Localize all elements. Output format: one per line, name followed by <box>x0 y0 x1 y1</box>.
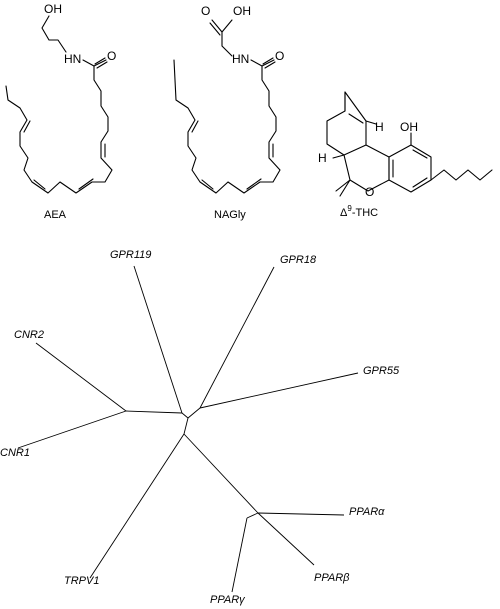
thc-name-label: Δ9-THC <box>340 204 378 219</box>
branch-gpr55 <box>199 372 359 409</box>
leaf-gpr119: GPR119 <box>110 249 151 261</box>
thc-name-superscript: 9 <box>347 204 352 213</box>
leaf-trpv1: TRPV1 <box>64 575 99 587</box>
branch-gpr119 <box>133 265 183 414</box>
branch-trpv1-ppar <box>183 417 189 435</box>
branch-gpr18 <box>199 266 275 409</box>
aea-amide-nh-label: HN <box>64 52 81 66</box>
aea-cis-double-bond-3 <box>33 179 46 190</box>
thc-ether-o-label: O <box>365 185 374 199</box>
nagly-top-o-label: O <box>201 4 210 18</box>
thc-stereo-h-top-label: H <box>375 120 384 134</box>
branch-pparb <box>257 512 315 566</box>
aea-cis-double-bond-4 <box>23 120 31 133</box>
thc-name-suffix: -THC <box>352 207 378 219</box>
aea-acyl-chain <box>5 65 113 194</box>
branch-ppar-stem <box>183 433 259 514</box>
nagly-carbonyl-o-label: O <box>275 49 284 63</box>
aea-hydroxyl-label: OH <box>44 2 62 16</box>
thc-stereo-h-bond-left <box>332 154 345 159</box>
thc-ring-double-bond <box>348 113 364 124</box>
phylogenetic-tree: GPR119 GPR18 CNR2 GPR55 CNR1 PPARα TRPV1… <box>0 249 400 606</box>
branch-trpv1 <box>89 433 185 579</box>
thc-aromatic-double-bonds <box>392 149 428 188</box>
thc-pyran-ring <box>343 144 390 192</box>
leaf-cnr2: CNR2 <box>14 329 44 341</box>
aea-ethanolamine-chain <box>41 15 67 53</box>
nagly-amide-nh-label: HN <box>232 52 249 66</box>
branch-core <box>181 407 201 419</box>
branch-cnr-clade <box>125 410 183 414</box>
leaf-ppara: PPARα <box>349 506 385 518</box>
leaf-cnr1: CNR1 <box>0 447 30 459</box>
thc-name-prefix: Δ <box>340 207 348 219</box>
aea-carbonyl-o-label: O <box>107 49 116 63</box>
thc-pentyl-chain <box>430 169 493 181</box>
leaf-pparg: PPARγ <box>210 594 246 606</box>
nagly-acyl-chain <box>173 59 281 194</box>
thc-aromatic-ring <box>388 144 432 193</box>
aea-carbonyl-double-bond <box>94 57 108 69</box>
thc-structure: OH O H H Δ9-THC <box>318 91 493 219</box>
branch-ppar-gamma-stem <box>246 512 259 519</box>
thc-hydroxyl-label: OH <box>400 120 418 134</box>
leaf-gpr55: GPR55 <box>363 365 400 377</box>
nagly-hydroxyl-label: OH <box>233 4 251 18</box>
nagly-carbonyl-double-bond <box>262 57 276 69</box>
nagly-cis-double-bond-3 <box>201 179 214 190</box>
leaf-gpr18: GPR18 <box>280 254 317 266</box>
leaf-pparb: PPARβ <box>314 572 350 584</box>
aea-cis-double-bond-2 <box>78 178 94 190</box>
branch-pparg <box>231 517 248 593</box>
branch-ppara <box>257 512 345 516</box>
nagly-name-label: NAGly <box>214 209 246 221</box>
nagly-structure: O OH HN O NAGly <box>173 4 284 221</box>
thc-stereo-h-bond-top <box>365 120 377 125</box>
nagly-cis-double-bond-4 <box>191 120 199 133</box>
nagly-carboxyl-group <box>209 19 233 57</box>
thc-gem-dimethyl <box>335 179 351 197</box>
thc-stereo-h-left-label: H <box>318 151 327 165</box>
thc-cyclohexene-ring <box>326 91 367 156</box>
aea-name-label: AEA <box>44 209 67 221</box>
aea-structure: OH HN O AEA <box>5 2 116 221</box>
nagly-cis-double-bond-2 <box>246 178 262 190</box>
branch-cnr2 <box>35 342 127 412</box>
branch-cnr1 <box>17 410 127 449</box>
